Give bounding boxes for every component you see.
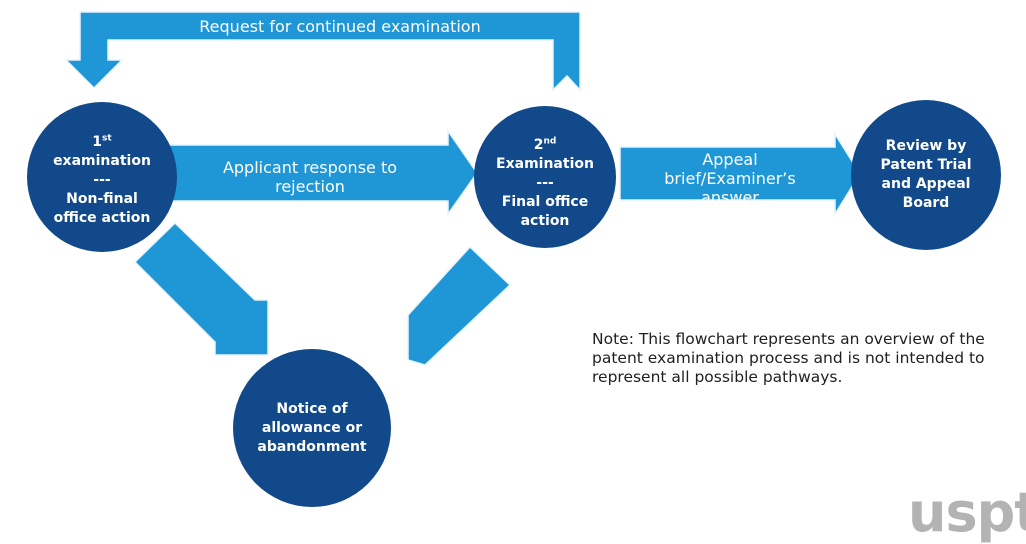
appeal-label-line-2: brief/Examiner’s — [664, 169, 796, 188]
second-exam-label: 2nd Examination --- Final office action — [475, 128, 615, 238]
first-exam-label: 1st examination --- Non-final office act… — [32, 125, 172, 235]
arrow-appeal — [619, 131, 861, 217]
node-second-exam — [474, 106, 616, 248]
allowance-line-2: allowance or — [261, 419, 363, 436]
note-text: Note: This flowchart represents an overv… — [592, 330, 985, 386]
response-label-line-2: rejection — [275, 177, 345, 196]
arrow-to-second-exam — [407, 245, 512, 366]
first-exam-title: 1st — [92, 132, 112, 150]
response-label: Applicant response to rejection — [180, 158, 440, 196]
allowance-line-1: Notice of — [276, 400, 348, 417]
node-board — [851, 100, 1001, 250]
second-exam-line-3: Final office — [501, 193, 589, 210]
board-label: Review by Patent Trial and Appeal Board — [856, 135, 996, 215]
flowchart-canvas — [27, 11, 1001, 507]
second-exam-line-4: action — [520, 212, 570, 229]
first-exam-line-4: office action — [53, 209, 151, 226]
allowance-line-3: abandonment — [257, 438, 367, 455]
uspto-logo: uspto — [908, 481, 1026, 544]
arrow-to-notice-left — [133, 221, 269, 356]
first-exam-line-2: --- — [93, 171, 111, 188]
appeal-label: Appeal brief/Examiner’s answer — [635, 150, 825, 207]
rce-label: Request for continued examination — [199, 17, 481, 36]
second-exam-line-1: Examination — [496, 155, 594, 172]
allowance-label: Notice of allowance or abandonment — [242, 396, 382, 460]
second-exam-title: 2nd — [533, 135, 557, 153]
node-first-exam — [27, 102, 177, 252]
board-line-3: and Appeal — [881, 176, 971, 192]
first-exam-line-3: Non-final — [66, 190, 138, 207]
response-label-line-1: Applicant response to — [222, 158, 398, 177]
arrow-rce — [64, 11, 581, 92]
board-line-1: Review by — [885, 138, 967, 154]
appeal-label-line-1: Appeal — [702, 150, 758, 169]
second-exam-line-2: --- — [536, 174, 554, 191]
board-line-4: Board — [902, 195, 950, 211]
board-line-2: Patent Trial — [880, 157, 972, 173]
arrow-applicant-response — [151, 128, 478, 217]
first-exam-line-1: examination — [53, 152, 151, 169]
appeal-label-line-3: answer — [701, 188, 759, 207]
node-allowance — [233, 349, 391, 507]
